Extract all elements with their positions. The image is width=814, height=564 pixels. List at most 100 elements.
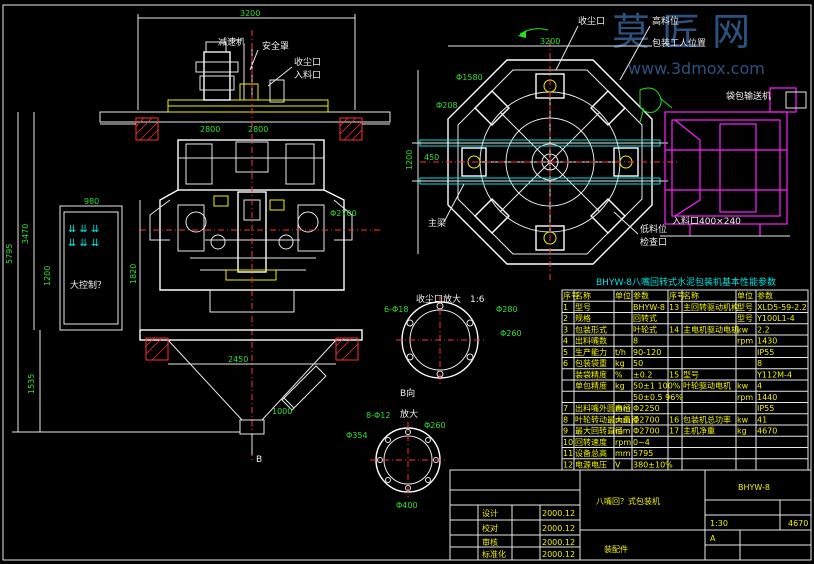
dim-plan-width: 3200: [540, 37, 560, 46]
table-header-cell: 序号: [563, 291, 579, 301]
dim-plan-208: Φ208: [436, 101, 458, 110]
table-header-cell: 单位: [615, 291, 631, 301]
table-cell: kg: [737, 427, 747, 436]
table-cell: 最大回转直径: [575, 426, 623, 436]
table-header-cell: 序号: [669, 291, 685, 301]
dim-platform-left: 2800: [200, 125, 220, 134]
label-bag-conveyor: 袋包输送机: [726, 90, 771, 102]
svg-text:⇊ ⇊ ⇊: ⇊ ⇊ ⇊: [68, 238, 100, 249]
svg-text:⇊ ⇊ ⇊: ⇊ ⇊ ⇊: [68, 224, 100, 235]
title-block: 八嘴回？式包装机 BHYW-8 装配件 4670 1:30 A 设计 校对 审核…: [449, 469, 812, 561]
plan-view: 3200 Φ1580 1200 450 Φ208 收尘口 高料位 包装工人位置 …: [405, 15, 706, 280]
table-cell: 4: [563, 337, 568, 346]
table-cell: 14: [669, 325, 679, 334]
table-cell: t/h: [615, 348, 626, 357]
table-cell: 出料嘴外圆直径: [575, 403, 631, 413]
table-cell: Φ2700: [633, 427, 660, 436]
table-cell: 2.2: [757, 325, 770, 334]
table-cell: 出料嘴数: [575, 336, 607, 346]
table-cell: ±0.2: [633, 370, 652, 379]
table-cell: 41: [757, 415, 767, 424]
dim-top-width: 3200: [240, 9, 260, 18]
table-cell: 8: [633, 337, 638, 346]
table-cell: XLD5-59-2.2: [757, 303, 807, 312]
label-material-inlet-top: 入料口: [294, 69, 321, 81]
label-reducer: 减速机: [218, 36, 245, 48]
detail-a-title: 收尘口放大: [416, 293, 461, 305]
table-cell: 3: [563, 325, 568, 334]
table-cell: mm: [615, 404, 631, 413]
role-reviewer: 审核: [482, 537, 498, 547]
table-cell: 12: [563, 460, 573, 469]
dim-cabinet-width: 980: [84, 197, 99, 206]
table-cell: 50±1 100%: [633, 382, 681, 391]
label-inlet-size: 入料口400×240: [672, 215, 741, 227]
table-cell: rpm: [615, 438, 631, 447]
table-cell: 90-120: [633, 348, 661, 357]
detail-b-holes: 8-Φ12: [366, 411, 390, 420]
detail-b-view: B向 放大 8-Φ12 Φ260 Φ354 Φ400: [346, 387, 446, 510]
table-cell: 5: [563, 348, 568, 357]
dim-hopper-width: 2450: [228, 355, 248, 364]
table-cell: 包装形式: [575, 324, 607, 334]
table-cell: 单包精度: [575, 381, 607, 391]
table-header-cell: 参数: [633, 291, 649, 301]
table-cell: 1: [563, 303, 568, 312]
date-1: 2000.12: [542, 509, 575, 518]
watermark-cn: 莫 匠 网: [612, 10, 750, 54]
dim-total-height: 5795: [5, 244, 14, 264]
sheet-type: 装配件: [604, 544, 628, 554]
drawing-scale: 1:30: [710, 519, 728, 528]
table-cell: mm: [615, 415, 631, 424]
dim-height-lower: 1535: [27, 374, 36, 394]
table-header-cell: 参数: [757, 291, 773, 301]
detail-b-od: Φ400: [396, 501, 418, 510]
drawing-number: BHYW-8: [738, 483, 770, 492]
dim-platform-right: 2800: [248, 125, 268, 134]
date-4: 2000.12: [542, 550, 575, 559]
table-cell: 2: [563, 314, 568, 323]
table-cell: Y112M-4: [756, 370, 792, 379]
table-cell: 10: [563, 438, 573, 447]
detail-b-pcd: Φ354: [346, 431, 368, 440]
table-cell: 8: [563, 415, 568, 424]
table-cell: kg: [615, 382, 625, 391]
table-cell: 5795: [633, 449, 653, 458]
label-check-port: 检查口: [640, 236, 667, 248]
table-cell: rpm: [737, 393, 753, 402]
table-cell: kw: [737, 382, 749, 391]
table-cell: 主电机驱动电机: [683, 324, 739, 334]
bag-conveyor: 袋包输送机 入料口400×240: [660, 87, 807, 237]
drawing-border: [2, 4, 812, 561]
table-cell: 8: [757, 359, 762, 368]
table-cell: 包装机总功率: [683, 414, 731, 424]
table-cell: 叶轮驱动电机: [683, 381, 731, 391]
table-cell: 回转式: [633, 313, 657, 323]
table-cell: 11: [563, 449, 573, 458]
table-header-cell: 单位: [737, 291, 753, 301]
table-cell: Φ2250: [633, 404, 660, 413]
dim-height-upper: 3470: [21, 224, 30, 244]
table-header-cell: 名称: [683, 291, 699, 301]
table-cell: 15: [669, 370, 679, 379]
table-cell: 主机净重: [683, 426, 715, 436]
table-cell: 型号: [737, 303, 753, 312]
dim-rotor-diameter: Φ2700: [330, 209, 357, 218]
table-cell: Y100L1-4: [756, 314, 795, 323]
table-cell: 规格: [575, 313, 591, 323]
param-table-title: BHYW-8八嘴回转式水泥包装机基本性能参数: [596, 276, 776, 288]
table-cell: mm: [615, 427, 631, 436]
table-cell: %: [615, 370, 623, 379]
table-cell: 包装袋重: [575, 358, 607, 368]
table-cell: 7: [563, 404, 568, 413]
table-cell: 0~4: [633, 438, 650, 447]
table-cell: kw: [737, 325, 749, 334]
detail-b-id: Φ260: [424, 421, 446, 430]
table-cell: BHYW-8: [633, 303, 665, 312]
machine-weight: 4670: [788, 519, 808, 528]
product-name: 八嘴回？式包装机: [596, 496, 660, 506]
dim-plan-450: 450: [424, 153, 439, 162]
table-cell: 17: [669, 427, 679, 436]
table-cell: 型号: [683, 370, 699, 379]
table-cell: 1430: [757, 337, 777, 346]
